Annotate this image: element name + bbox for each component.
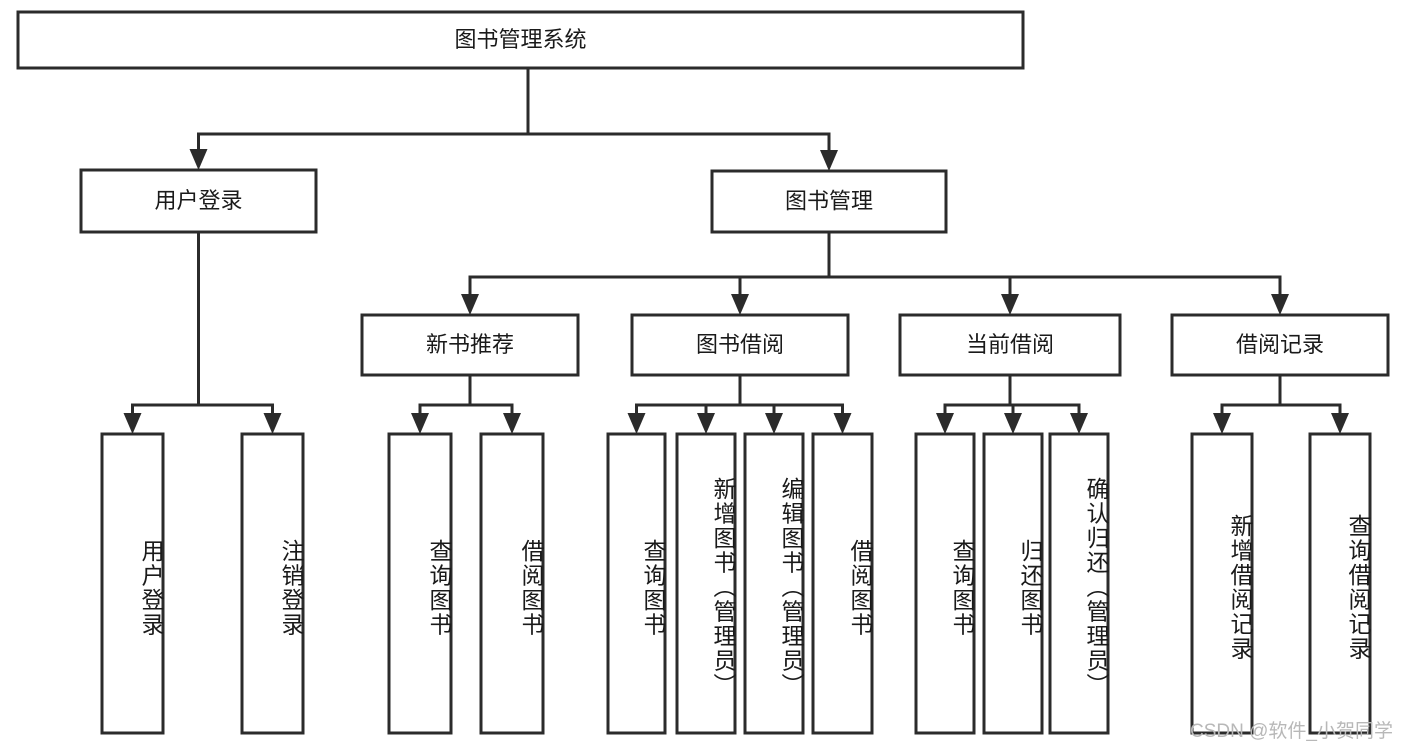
arrow-head-icon (820, 150, 838, 171)
node-box-leaf-add-record[interactable] (1190, 432, 1254, 735)
arrow-head-icon (1213, 413, 1231, 434)
arrow-head-icon (411, 413, 429, 434)
node-box-book-management[interactable] (710, 169, 948, 234)
connectors-layer (123, 66, 1349, 434)
node-label-current-borrow: 当前借阅 (966, 332, 1054, 357)
node-box-leaf-confirm-return[interactable] (1048, 432, 1110, 735)
node-label-borrow-record: 借阅记录 (1236, 332, 1324, 357)
node-box-leaf-user-login[interactable] (100, 432, 165, 735)
arrow-head-icon (1070, 413, 1088, 434)
boxes-layer (16, 10, 1390, 735)
csdn-watermark: CSDN @软件_小贺同学 (1190, 721, 1393, 742)
node-box-leaf-edit-book[interactable] (743, 432, 805, 735)
node-box-leaf-add-book[interactable] (675, 432, 737, 735)
node-label-user-login: 用户登录 (154, 188, 242, 213)
node-box-leaf-query-book-2[interactable] (606, 432, 667, 735)
arrow-head-icon (627, 413, 646, 434)
arrow-head-icon (1271, 294, 1289, 315)
node-label-book-management: 图书管理 (785, 188, 873, 213)
node-box-current-borrow[interactable] (898, 313, 1122, 377)
arrow-head-icon (765, 413, 783, 434)
arrow-head-icon (189, 149, 208, 170)
arrow-head-icon (833, 413, 852, 434)
node-box-leaf-borrow-book-2[interactable] (811, 432, 874, 735)
node-box-leaf-user-logout[interactable] (240, 432, 305, 735)
arrow-head-icon (503, 413, 521, 434)
arrow-head-icon (697, 413, 715, 434)
node-label-root: 图书管理系统 (454, 27, 586, 52)
node-box-leaf-query-book-3[interactable] (914, 432, 976, 735)
arrow-head-icon (936, 413, 954, 434)
node-box-new-book-recommend[interactable] (360, 313, 580, 377)
arrow-head-icon (461, 294, 479, 315)
node-box-book-borrow[interactable] (630, 313, 850, 377)
node-label-book-borrow: 图书借阅 (696, 332, 784, 357)
arrow-head-icon (1001, 294, 1019, 315)
node-box-leaf-return-book[interactable] (982, 432, 1044, 735)
arrow-head-icon (1331, 413, 1349, 434)
arrow-head-icon (123, 413, 142, 434)
node-box-root[interactable] (16, 10, 1025, 70)
arrow-head-icon (1004, 413, 1022, 434)
node-box-leaf-borrow-book-1[interactable] (479, 432, 545, 735)
node-box-borrow-record[interactable] (1170, 313, 1390, 377)
node-label-new-book-recommend: 新书推荐 (426, 332, 514, 357)
node-box-leaf-query-record[interactable] (1308, 432, 1372, 735)
node-box-user-login[interactable] (79, 168, 318, 234)
node-box-leaf-query-book-1[interactable] (387, 432, 453, 735)
arrow-head-icon (263, 413, 282, 434)
arrow-head-icon (731, 294, 749, 315)
